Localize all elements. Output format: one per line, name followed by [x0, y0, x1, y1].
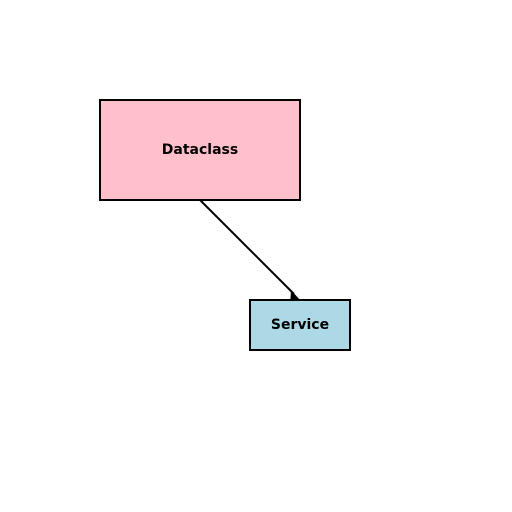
service-box[interactable]	[249, 299, 351, 351]
service-label: Service	[271, 317, 329, 333]
node-dataclass[interactable]: Dataclass	[99, 99, 301, 201]
dataclass-label: Dataclass	[162, 142, 238, 158]
connector-line	[199, 199, 295, 295]
dataclass-box[interactable]	[99, 99, 301, 201]
node-service[interactable]: Service	[249, 299, 351, 351]
edge-dataclass-to-service	[199, 199, 300, 307]
